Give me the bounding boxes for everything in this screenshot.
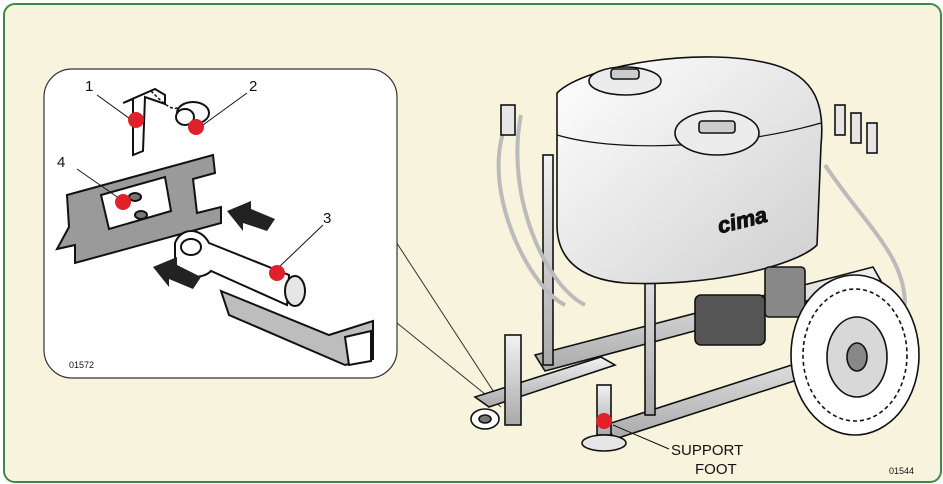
support-foot-label-line2: FOOT: [695, 461, 737, 478]
callout-marker-1: [128, 112, 144, 128]
spray-nozzles: [500, 104, 878, 154]
retaining-clip: [175, 101, 210, 126]
tow-eye: [470, 408, 500, 430]
inset-figure-code: 01572: [69, 360, 94, 370]
callout-marker-4: [115, 194, 131, 210]
support-foot-label-line1: SUPPORT: [671, 442, 743, 459]
callout-marker-3: [269, 265, 285, 281]
callout-number-1: 1: [85, 78, 93, 95]
machine-figure-code: 01544: [889, 466, 914, 476]
insertion-arrows: [153, 201, 275, 289]
diagram-frame: 1 2 3 4 01572 cima: [3, 3, 942, 483]
arrow-lower: [153, 257, 201, 289]
pump: [694, 266, 806, 346]
hoses: [496, 113, 907, 307]
inset-leader-lines: [386, 227, 502, 408]
diagram-canvas: 1 2 3 4 01572 cima: [43, 56, 920, 478]
arrow-upper: [227, 201, 275, 231]
sprayer-machine: cima: [470, 56, 920, 452]
inset-detail: 1 2 3 4 01572: [43, 68, 398, 379]
callout-marker-2: [188, 119, 204, 135]
callout-number-4: 4: [57, 154, 65, 171]
drawbar: [174, 230, 374, 367]
callout-number-2: 2: [249, 78, 257, 95]
wheel: [790, 274, 920, 436]
support-foot-marker: [596, 413, 612, 429]
bracket-plate: [55, 153, 222, 265]
spray-tank: cima: [556, 56, 823, 285]
callout-number-3: 3: [323, 210, 331, 227]
tank-lid-rear: [588, 66, 662, 96]
